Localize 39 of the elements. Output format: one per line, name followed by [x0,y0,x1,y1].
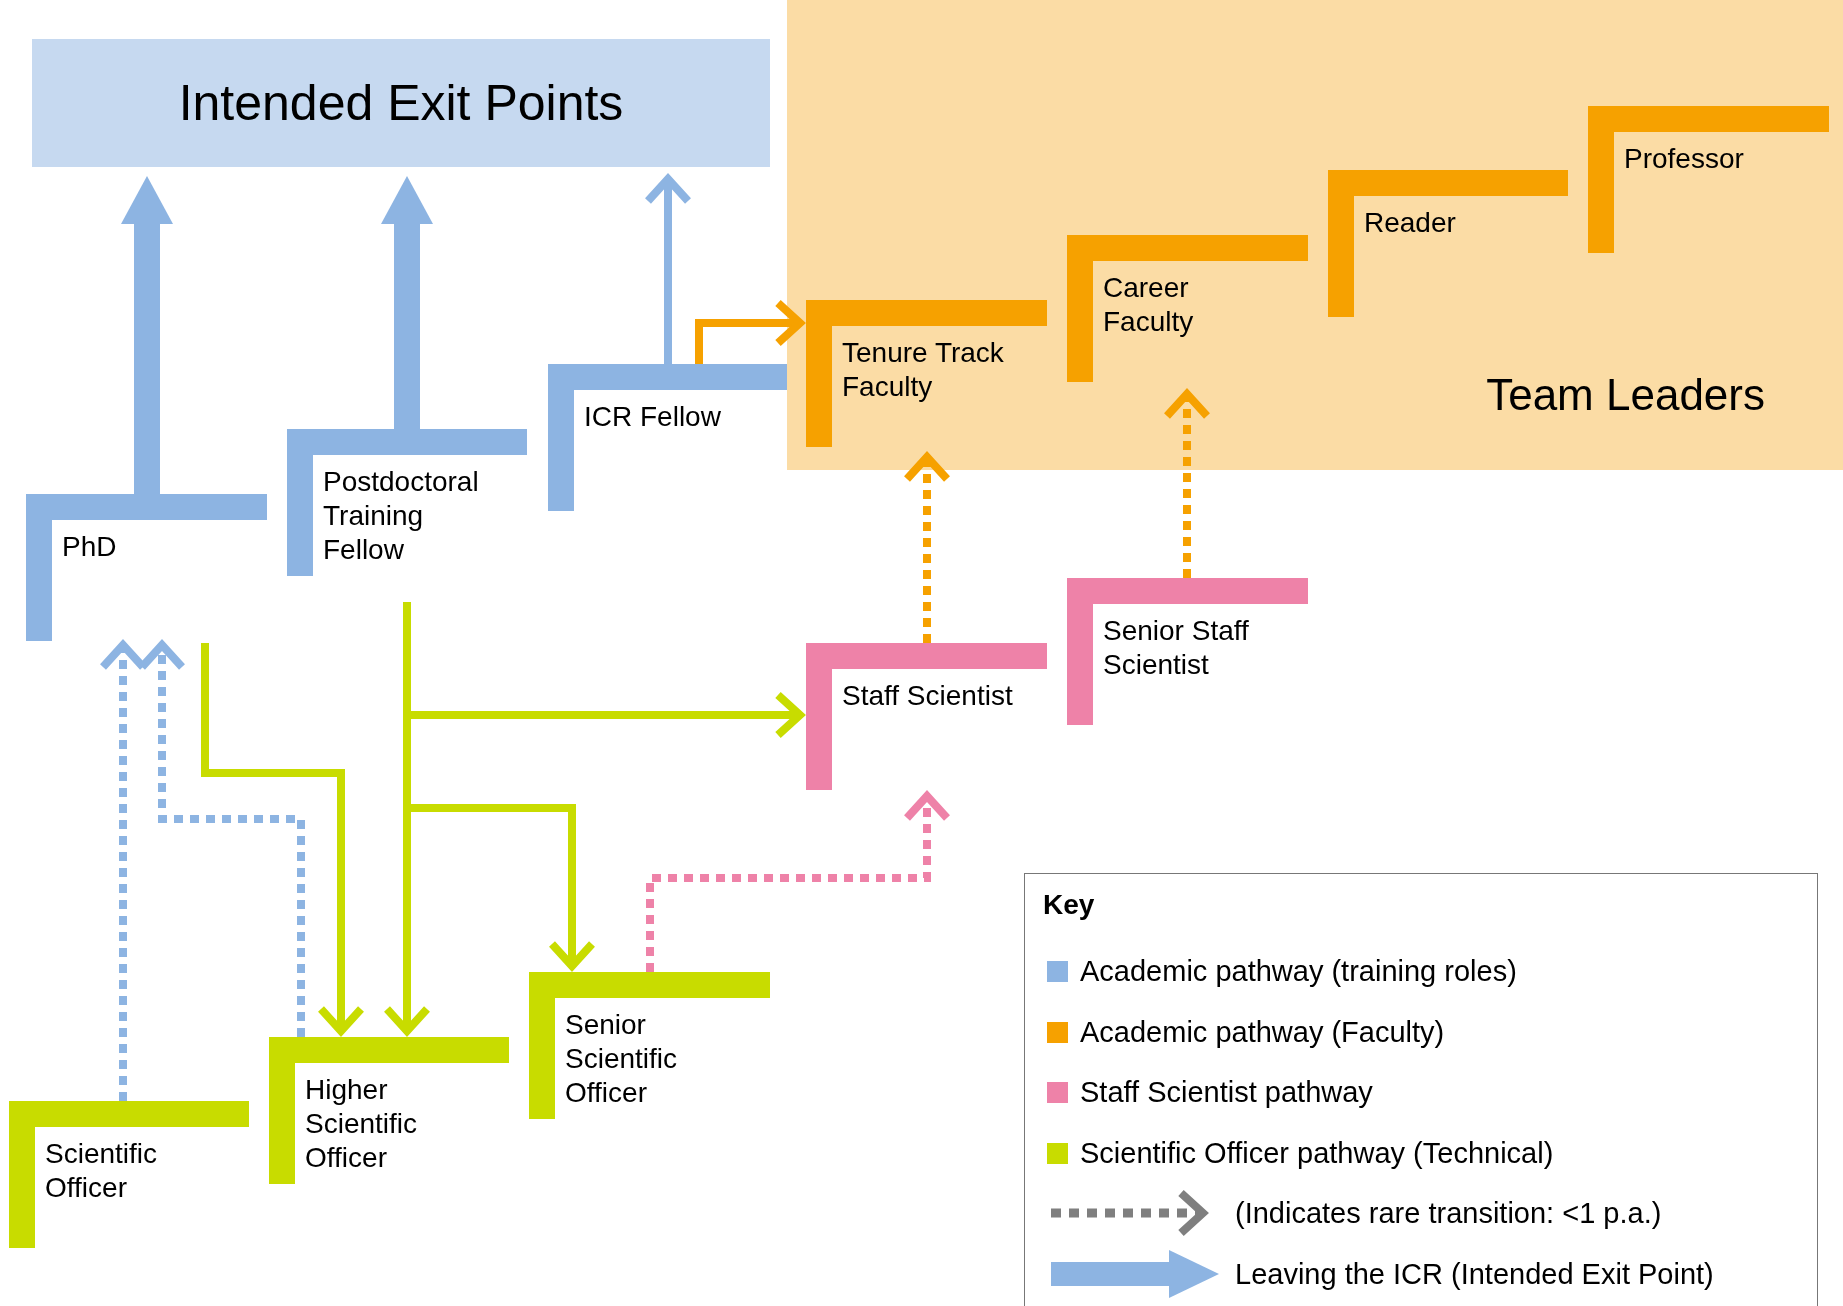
legend-label: (Indicates rare transition: <1 p.a.) [1235,1196,1662,1230]
pathway-step [1588,106,1829,253]
step-label: Postdoctoral Training Fellow [323,465,480,567]
pathway-step [529,972,770,1119]
arrow [644,175,692,364]
legend-label: Leaving the ICR (Intended Exit Point) [1235,1256,1714,1291]
legend-label: Staff Scientist pathway [1080,1075,1373,1109]
thick-arrow [121,176,173,494]
exit-points-box [32,39,770,167]
pathway-step [806,300,1047,447]
dotted-arrow [1163,390,1211,578]
step-label: Senior Staff Scientist [1103,614,1250,682]
legend-label: Academic pathway (Faculty) [1080,1014,1445,1049]
step-label: Higher Scientific Officer [305,1073,419,1175]
step-label: PhD [62,530,118,564]
legend-title: Key [1043,888,1095,922]
box-title: Intended Exit Points [178,74,624,132]
legend-label: Scientific Officer pathway (Technical) [1080,1135,1554,1170]
legend-label: Academic pathway (training roles) [1080,954,1517,988]
pathway-step [26,494,267,641]
pathway-step [9,1101,249,1248]
pathway-step [1067,578,1308,725]
step-label: Staff Scientist [842,679,1014,713]
pathway-step [548,364,787,511]
step-label: Career Faculty [1103,271,1195,339]
team-leaders-panel [787,0,1843,470]
pathway-step [806,643,1047,790]
panel-title: Team Leaders [1486,370,1765,420]
step-label: Scientific Officer [45,1137,159,1205]
pathway-step [287,429,527,576]
thick-arrow [381,176,433,429]
pathway-step [1328,170,1568,317]
step-label: Professor [1624,142,1745,176]
step-label: Reader [1364,206,1457,240]
step-label: Tenure Track Faculty [842,336,1005,404]
pathway-step [1067,235,1308,382]
step-label: ICR Fellow [584,400,722,434]
step-label: Senior Scientific Officer [565,1008,679,1110]
pathway-step [269,1037,509,1184]
